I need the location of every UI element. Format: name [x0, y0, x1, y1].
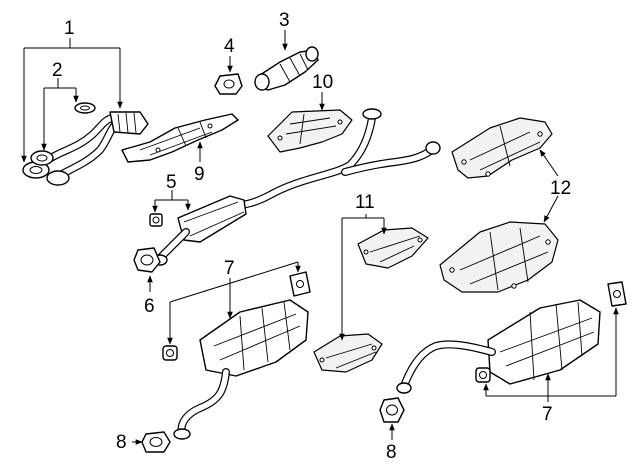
hanger-5: [149, 213, 163, 227]
callout-7-right: 7: [542, 404, 553, 425]
gasket-4: [214, 73, 243, 95]
front-pipe-assembly: [22, 111, 149, 186]
callout-6: 6: [144, 296, 155, 317]
flange-gasket-2a: [30, 150, 54, 166]
callout-5: 5: [166, 172, 177, 193]
gasket-8a: [141, 431, 171, 453]
heat-shield-11-upper: [357, 227, 429, 269]
callout-4: 4: [224, 36, 235, 57]
hanger-7d: [607, 281, 627, 307]
callout-1: 1: [64, 18, 75, 39]
muffler-5: [152, 195, 247, 266]
callout-3: 3: [279, 10, 290, 31]
gasket-6: [133, 247, 161, 273]
heat-shield-11-lower: [313, 333, 383, 373]
gasket-8b: [379, 397, 405, 423]
callout-7-left: 7: [224, 258, 235, 279]
hanger-7b: [289, 271, 311, 297]
callout-2: 2: [52, 60, 63, 81]
callout-8-left: 8: [116, 432, 127, 453]
callout-12: 12: [550, 178, 571, 199]
heat-shield-10: [267, 109, 353, 153]
heat-shield-12-upper: [451, 117, 553, 179]
catalytic-converter-3: [254, 46, 319, 91]
hanger-7c: [475, 367, 491, 383]
rear-muffler-left: [173, 299, 309, 440]
heat-shield-9: [121, 113, 239, 163]
hanger-7a: [162, 345, 178, 361]
callout-8-right: 8: [386, 442, 397, 463]
callout-9: 9: [194, 164, 205, 185]
callout-11: 11: [355, 192, 375, 213]
callout-10: 10: [312, 72, 333, 93]
leader-lines: [21, 30, 619, 445]
center-pipe: [234, 108, 441, 209]
flange-gasket-2b: [74, 102, 96, 114]
heat-shield-12-lower: [439, 221, 559, 293]
rear-muffler-right: [396, 299, 601, 394]
